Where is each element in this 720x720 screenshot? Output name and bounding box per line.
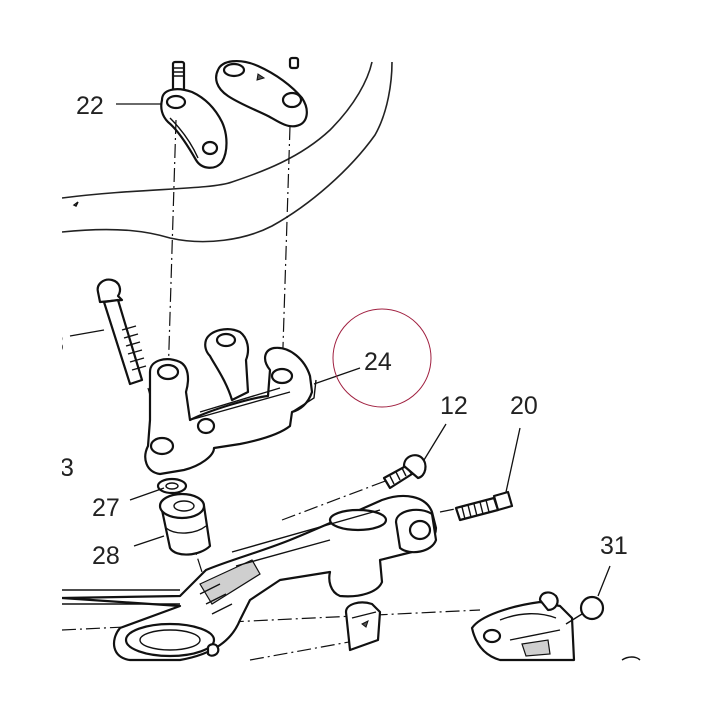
washer — [156, 477, 188, 495]
callout-3: 3 — [60, 454, 74, 482]
steering-stem-parts — [344, 601, 382, 652]
long-bolt — [96, 278, 147, 386]
bushing — [158, 492, 212, 556]
callout-22: 22 — [76, 92, 104, 120]
callout-12: 12 — [440, 392, 468, 420]
edge-fragment — [621, 656, 641, 661]
left-crop-mask — [0, 0, 62, 720]
callout-31: 31 — [600, 532, 628, 560]
bolt-20 — [454, 490, 514, 522]
handlebar-riser — [144, 328, 317, 476]
bracket-right — [470, 591, 576, 662]
triple-clamp — [60, 494, 438, 662]
handlebar-outline — [61, 61, 393, 243]
callout-28: 28 — [92, 542, 120, 570]
leader-lines — [69, 103, 611, 597]
bolt-12 — [382, 454, 427, 490]
bottom-crop-mask — [0, 662, 720, 720]
clamp-cap-right — [215, 56, 308, 128]
callout-20: 20 — [510, 392, 538, 420]
callout-27: 27 — [92, 494, 120, 522]
highlight-circle — [332, 308, 432, 408]
ball-joint — [565, 595, 605, 625]
callout-24: 24 — [364, 348, 392, 376]
clamp-cap-left — [160, 60, 228, 169]
